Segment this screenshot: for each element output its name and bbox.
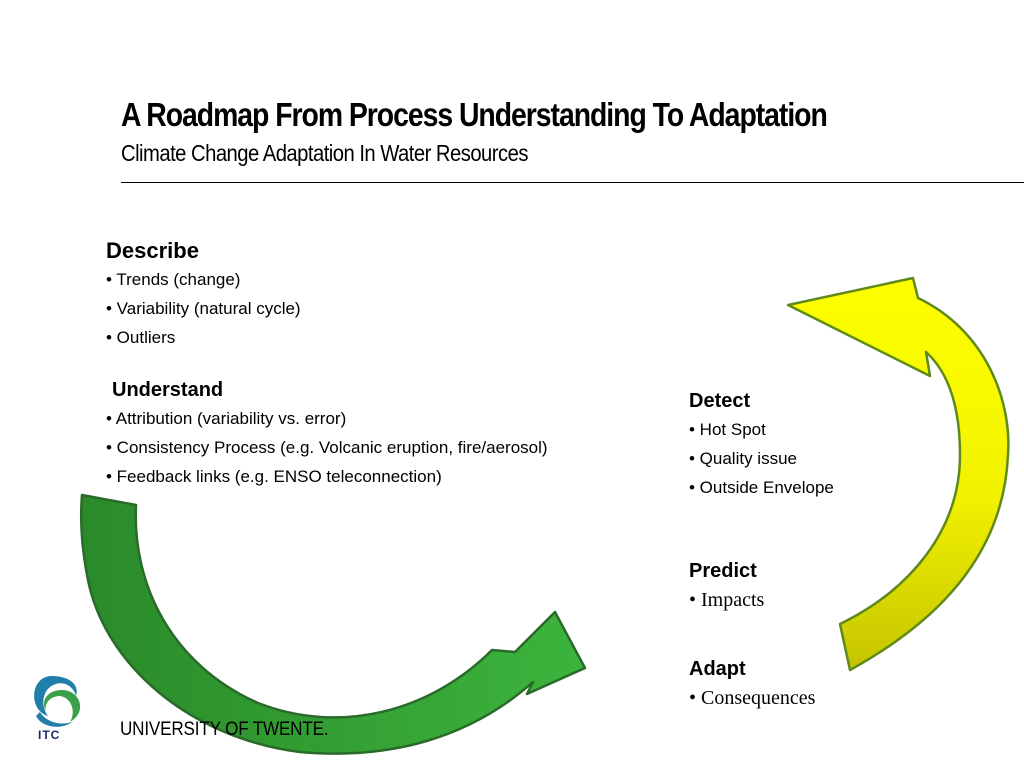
university-name: UNIVERSITY OF TWENTE. [120, 719, 329, 740]
predict-item: • Impacts [689, 589, 765, 611]
describe-item: • Variability (natural cycle) [106, 299, 301, 318]
yellow-cycle-arrow [786, 276, 1010, 672]
describe-item: • Trends (change) [106, 270, 241, 289]
predict-heading: Predict [689, 560, 757, 582]
understand-item: • Feedback links (e.g. ENSO teleconnecti… [106, 467, 442, 486]
title-divider [121, 182, 1024, 183]
predict-section: Predict • Impacts [689, 558, 764, 615]
itc-logo [34, 676, 81, 727]
detect-item: • Quality issue [689, 449, 797, 468]
understand-heading: Understand [112, 379, 224, 401]
understand-item: • Attribution (variability vs. error) [106, 409, 347, 428]
describe-item: • Outliers [106, 328, 176, 347]
adapt-heading: Adapt [689, 658, 746, 680]
detect-heading: Detect [689, 390, 751, 412]
adapt-section: Adapt • Consequences [689, 656, 815, 713]
describe-heading: Describe [106, 238, 199, 263]
understand-item: • Consistency Process (e.g. Volcanic eru… [106, 438, 548, 457]
detect-item: • Hot Spot [689, 420, 766, 439]
itc-logo-label: ITC [38, 728, 61, 742]
adapt-item: • Consequences [689, 687, 816, 709]
detect-item: • Outside Envelope [689, 478, 834, 497]
page-title: A Roadmap From Process Understanding To … [121, 96, 828, 133]
green-cycle-arrow [80, 493, 587, 755]
detect-section: Detect • Hot Spot • Quality issue • Outs… [689, 388, 834, 502]
page-subtitle: Climate Change Adaptation In Water Resou… [121, 140, 528, 166]
understand-section: Understand • Attribution (variability vs… [106, 377, 548, 491]
describe-section: Describe • Trends (change) • Variability… [106, 237, 301, 352]
